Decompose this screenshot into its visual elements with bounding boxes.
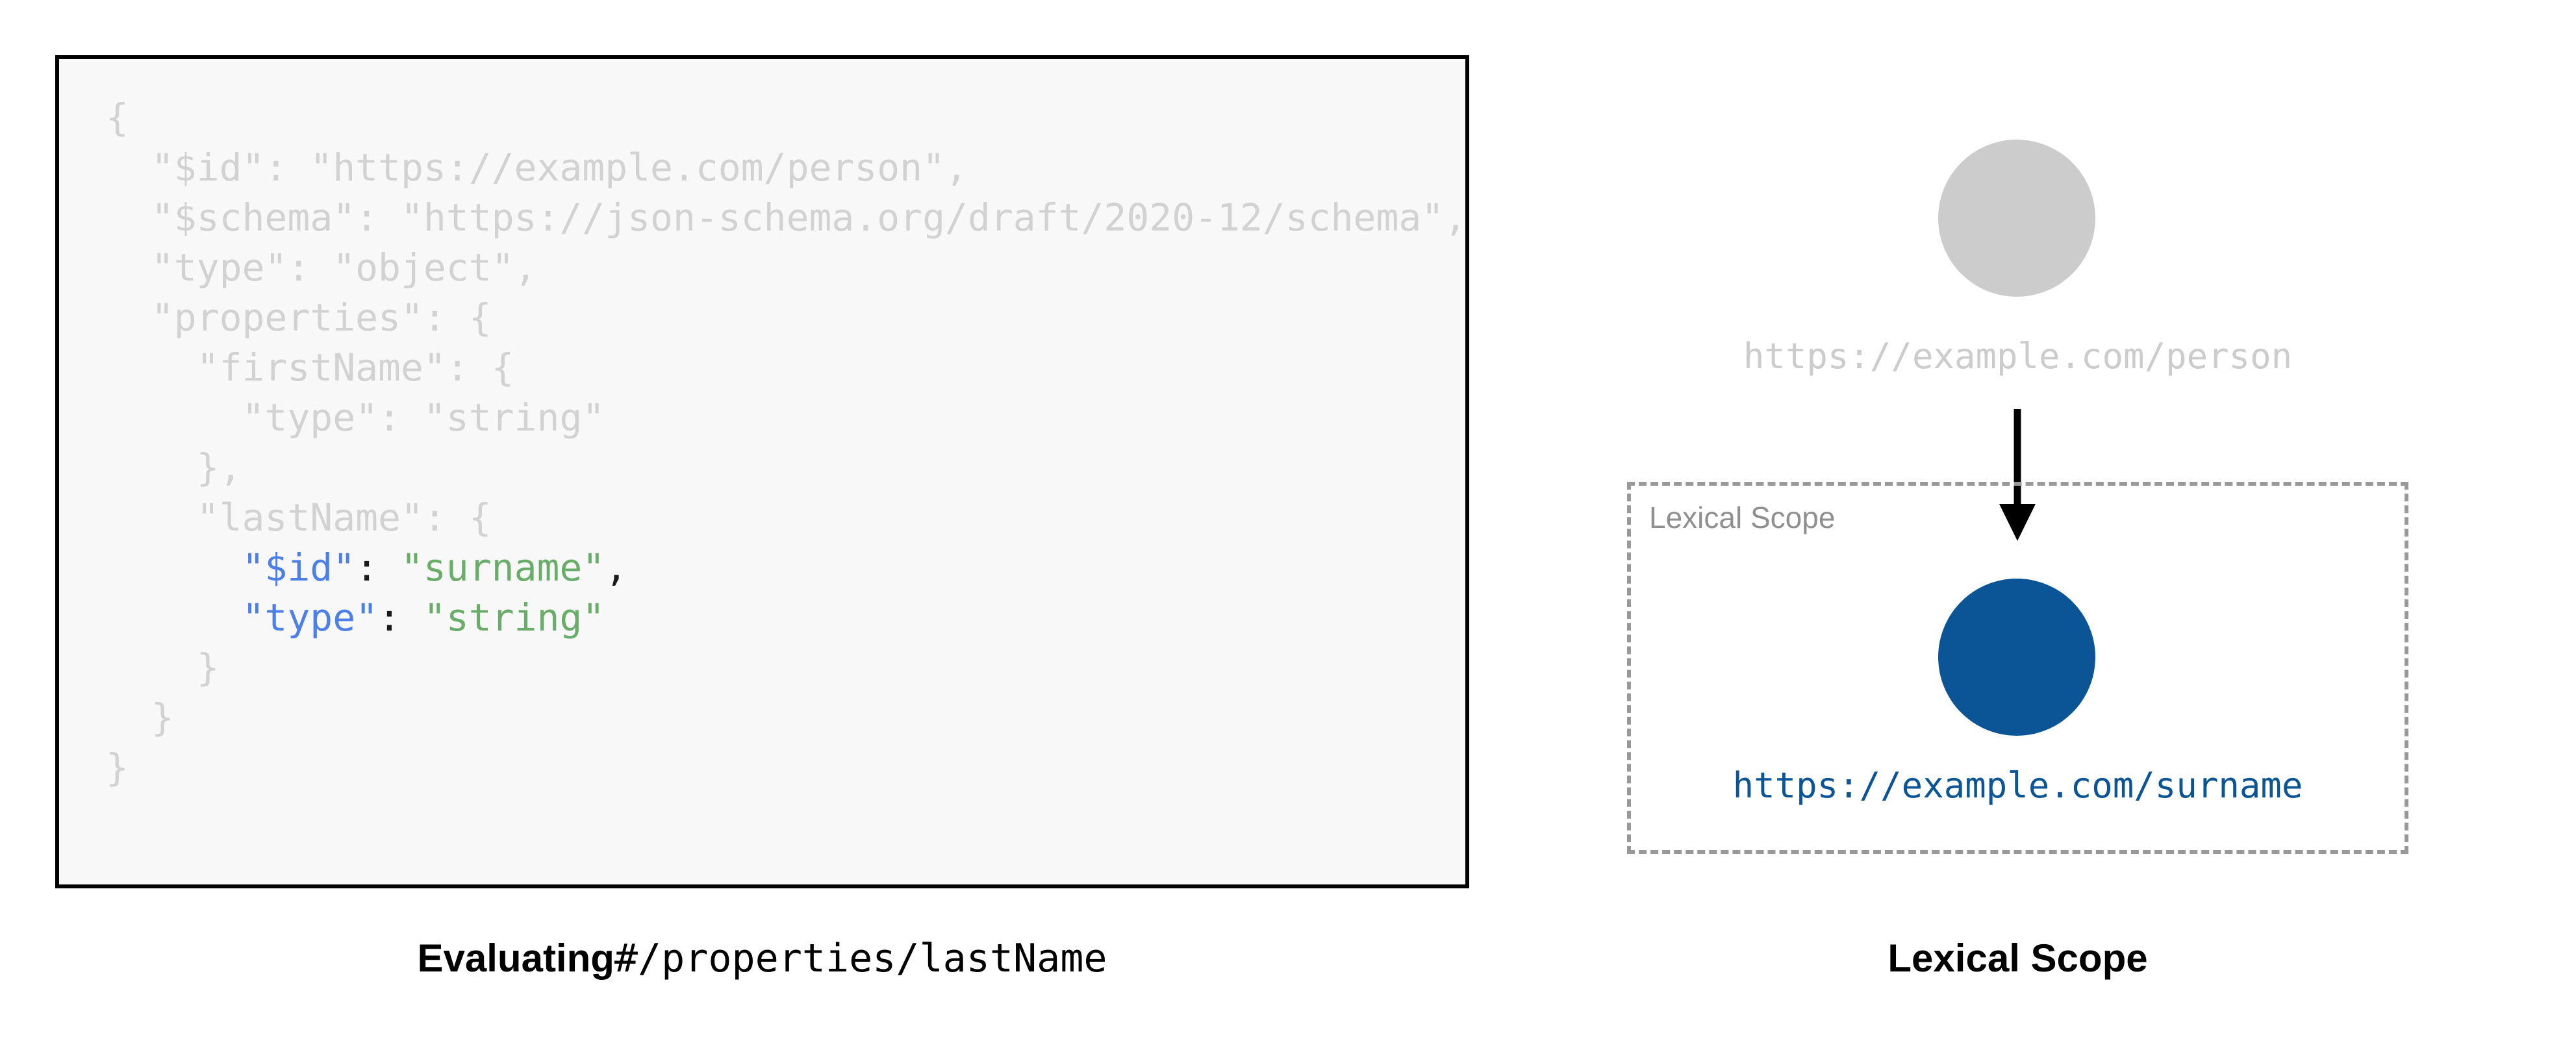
code-line: "lastName": { [106,493,1467,543]
outer-schema-node-circle [1938,140,2095,297]
code-token-dim: } [106,645,220,690]
outer-schema-node-label: https://example.com/person [1743,336,2293,377]
code-line: "type": "string" [106,593,1467,643]
code-line: } [106,643,1467,693]
code-token-dim: "$id": "https://example.com/person", [106,145,968,190]
left-caption-pointer: #/properties/lastName [614,936,1107,981]
code-token-dim: } [106,695,174,740]
code-token-dim [106,545,242,590]
inner-schema-node-circle [1938,579,2095,736]
code-token-dim: "type": "object", [106,245,537,290]
code-token-str: "surname" [400,545,605,590]
code-token-dim: "properties": { [106,295,492,340]
code-line: "$id": "https://example.com/person", [106,143,1467,193]
left-caption-bold: Evaluating [417,936,614,980]
code-line: "type": "string" [106,393,1467,443]
code-line: "type": "object", [106,243,1467,293]
code-token-dim [106,595,242,640]
code-token-str: "string" [423,595,605,640]
code-line: "firstName": { [106,343,1467,393]
code-token-dim: } [106,745,129,790]
code-token-dim: "$schema": "https://json-schema.org/draf… [106,195,1467,240]
code-line: } [106,743,1467,793]
left-figure-caption: Evaluating#/properties/lastName [0,936,1524,981]
code-token-punct: : [355,545,401,590]
code-token-dim: "type": "string" [106,395,605,440]
code-token-dim: "firstName": { [106,345,514,390]
code-token-dim: }, [106,445,242,490]
code-token-punct: , [605,545,628,590]
code-line: "$id": "surname", [106,543,1467,593]
lexical-scope-diagram: https://example.com/person Lexical Scope… [1526,0,2576,909]
down-arrow-icon [1999,409,2036,541]
json-schema-code-panel: { "$id": "https://example.com/person", "… [55,55,1469,888]
code-token-key: "$id" [242,545,356,590]
code-token-dim: { [106,95,129,140]
lexical-scope-box-label: Lexical Scope [1649,501,1836,534]
code-token-key: "type" [242,595,379,640]
inner-schema-node-label: https://example.com/surname [1732,765,2303,806]
code-line: } [106,693,1467,743]
code-line: { [106,93,1467,143]
code-token-punct: : [378,595,423,640]
code-token-dim: "lastName": { [106,495,492,540]
code-line: "properties": { [106,293,1467,343]
code-line: "$schema": "https://json-schema.org/draf… [106,193,1467,243]
right-caption-text: Lexical Scope [1888,936,2148,980]
lexical-scope-boundary-box: Lexical Scope [1627,482,2408,854]
code-listing: { "$id": "https://example.com/person", "… [106,93,1467,793]
right-figure-caption: Lexical Scope [1627,936,2408,981]
code-line: }, [106,443,1467,493]
